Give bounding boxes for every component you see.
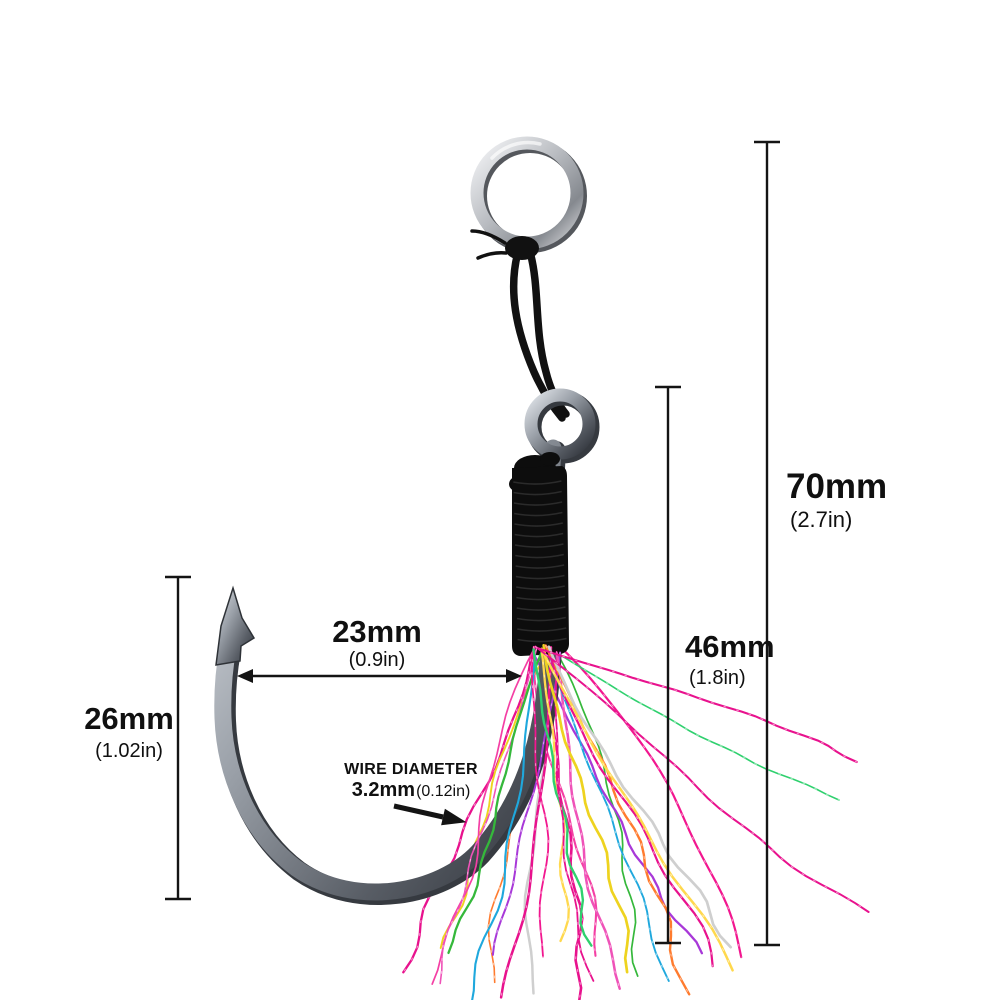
thread-wrap-ridge [514,532,564,538]
tinsel-strand [550,648,840,801]
tinsel-strand [558,645,743,959]
dimension-annotations: 70mm (2.7in) 46mm (1.8in) 26mm (1.02in) … [84,140,887,947]
thread-wrap-ridge [513,490,562,496]
wire-diameter-value: 3.2mm(0.12in) [352,779,471,801]
dim-26mm-value: 26mm [84,701,174,736]
dim-26mm-inch: (1.02in) [95,740,163,762]
thread-wrap-ridge [516,585,565,590]
dimension-23mm: 23mm (0.9in) [237,614,522,683]
wire-arrowhead [441,808,467,826]
dim-70mm-value: 70mm [786,467,887,506]
wire-arrow-line [393,803,444,820]
thread-wrap-ridge [515,564,565,569]
hook-eye [524,388,596,460]
thread-wrap-ridge [516,606,566,611]
thread-wrap-ridges [513,480,567,643]
tinsel-sparkle [531,646,549,958]
thread-wrap [509,452,569,656]
dim-46mm-value: 46mm [685,629,775,664]
tinsel-sparkle [537,647,858,763]
wire-diameter-label: WIRE DIAMETER [344,761,478,778]
thread-wrap-ridge [513,501,563,506]
tinsel-strand [491,651,562,956]
tinsel-skirt-front [431,643,870,1000]
cord-knot-top [505,236,539,260]
tinsel-strand [439,648,538,985]
hook-point-barb [215,585,256,666]
split-ring-highlight [490,140,542,160]
tinsel-strand [447,650,544,955]
cord-tag-end [470,229,507,245]
thread-wrap-ridge [516,616,566,622]
dimension-70mm: 70mm (2.7in) [754,140,887,947]
tinsel-strand [532,648,593,947]
tinsel-strand [471,654,536,1000]
tinsel-strand [536,647,858,764]
tinsel-sparkle [556,652,621,990]
tinsel-sparkle [402,645,534,973]
tinsel-sparkle [541,648,570,942]
tinsel-strand [554,651,595,982]
dimension-wire: WIRE DIAMETER 3.2mm(0.12in) [344,761,478,826]
tinsel-sparkle [559,646,742,958]
split-ring [470,136,587,253]
dimension-arrowhead-left [237,669,253,683]
tinsel-sparkle [555,651,594,982]
tinsel-sparkle [547,647,670,982]
thread-wrap-ridge [517,627,567,632]
tinsel-strand [550,656,714,968]
thread-wrap-ridge [514,511,563,517]
thread-wrap-ridge [516,595,566,601]
tinsel-skirt-back [402,644,840,1000]
dimension-26mm: 26mm (1.02in) [84,575,191,901]
tinsel-sparkle [534,646,870,913]
cord-tag-end [476,251,508,260]
tinsel-strand [540,647,734,972]
dimension-arrowhead-right [506,669,522,683]
dimension-46mm: 46mm (1.8in) [655,385,775,945]
dim-46mm-inch: (1.8in) [689,667,746,689]
dim-23mm-value: 23mm [332,614,422,649]
dim-23mm-inch: (0.9in) [349,649,406,671]
thread-wrap-ridge [517,637,567,643]
tinsel-strand [547,645,733,949]
thread-wrap-ridge [514,543,564,548]
thread-wrap-ridge [515,553,564,559]
dim-70mm-inch: (2.7in) [790,507,852,532]
thread-wrap-ridge [514,522,563,527]
tinsel-sparkle [533,645,597,957]
thread-wrap-ridge [513,480,562,485]
tinsel-strand [439,654,546,949]
tinsel-strand [542,643,630,974]
thread-wrap-ridge [515,574,565,580]
cord-knot-lower [540,452,560,466]
